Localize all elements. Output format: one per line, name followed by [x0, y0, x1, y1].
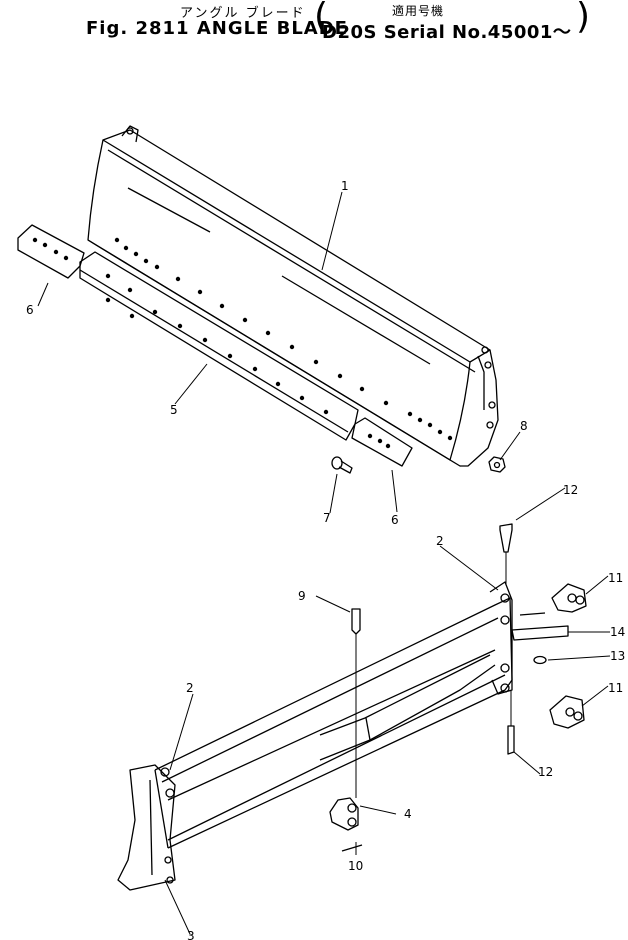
callout-9: 9 [298, 589, 306, 603]
pin-12-lower [507, 690, 515, 755]
callout-10: 10 [348, 859, 363, 873]
callout-6-right: 6 [391, 513, 399, 527]
open-paren: ( [314, 0, 329, 37]
link-11-lower [549, 695, 585, 729]
bolt-7 [331, 456, 353, 474]
pin-10 [341, 844, 363, 852]
cutting-edge [79, 251, 359, 441]
applicable-models-japanese: 適用号機 [392, 4, 445, 18]
callout-3: 3 [187, 929, 195, 940]
callout-8: 8 [520, 419, 528, 433]
callout-4: 4 [404, 807, 412, 821]
callout-12-upper: 12 [563, 483, 578, 497]
blade-bolt-holes [114, 237, 453, 441]
close-paren: ) [576, 0, 591, 37]
callout-leaders [37, 191, 611, 935]
pin-12-upper [499, 523, 513, 585]
callout-labels: 1 2 2 3 4 5 6 6 7 8 9 10 11 11 12 12 13 … [26, 179, 625, 940]
callout-14: 14 [610, 625, 625, 639]
callout-1: 1 [341, 179, 349, 193]
frame-assembly [117, 581, 513, 891]
callout-6-left: 6 [26, 303, 34, 317]
washer-13 [533, 655, 547, 665]
serial-range: D20S Serial No.45001～ [322, 22, 572, 43]
callout-11-upper: 11 [608, 571, 623, 585]
end-bit-left [17, 224, 85, 279]
figure-title: Fig. 2811 ANGLE BLADE [86, 18, 348, 39]
callout-5: 5 [170, 403, 178, 417]
callout-2-right: 2 [436, 534, 444, 548]
callout-12-lower: 12 [538, 765, 553, 779]
nut-8 [488, 456, 506, 473]
end-bit-right [351, 417, 413, 467]
callout-11-lower: 11 [608, 681, 623, 695]
link-11-upper [551, 583, 587, 613]
blade-assembly [87, 125, 499, 467]
callout-13: 13 [610, 649, 625, 663]
title-japanese: アングル ブレード [180, 6, 306, 21]
pin-9 [351, 608, 361, 798]
callout-2-left: 2 [186, 681, 194, 695]
shim-14 [511, 612, 569, 641]
callout-7: 7 [323, 511, 331, 525]
